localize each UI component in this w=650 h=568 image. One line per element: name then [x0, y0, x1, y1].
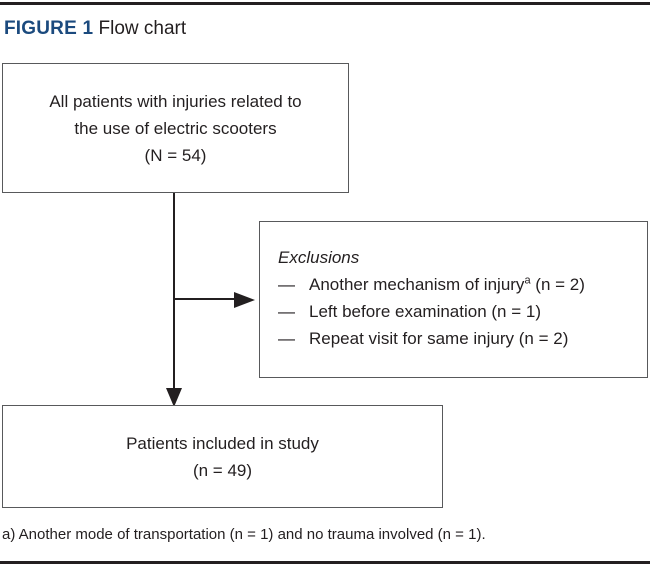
flowchart-node-included: Patients included in study (n = 49) — [2, 405, 443, 508]
em-dash-bullet-icon: — — [278, 275, 295, 294]
em-dash-bullet-icon: — — [278, 329, 295, 348]
list-item: — Repeat visit for same injury (n = 2) — [278, 325, 647, 352]
list-item: — Another mechanism of injurya (n = 2) — [278, 271, 647, 298]
flowchart-node-enrolled: All patients with injuries related to th… — [2, 63, 349, 193]
enrolled-line-2: the use of electric scooters — [74, 118, 277, 138]
exclusion-text: Another mechanism of injurya (n = 2) — [309, 271, 585, 298]
arrow-right-icon — [234, 291, 255, 308]
exclusions-heading: Exclusions — [278, 248, 360, 267]
arrow-down-icon — [165, 388, 182, 407]
exclusions-list: — Another mechanism of injurya (n = 2) —… — [278, 271, 647, 352]
footnote-marker: a — [524, 274, 531, 287]
exclusion-label: Another mechanism of injury — [309, 275, 525, 294]
exclusion-text: Left before examination (n = 1) — [309, 298, 541, 325]
figure-footnote: a) Another mode of transportation (n = 1… — [2, 526, 486, 543]
exclusion-count: (n = 1) — [486, 302, 542, 321]
figure-number-label: FIGURE 1 — [4, 18, 94, 39]
connector-line-horizontal — [173, 298, 240, 300]
enrolled-line-1: All patients with injuries related to — [49, 91, 302, 111]
bottom-divider-rule — [0, 561, 650, 564]
connector-line-vertical — [173, 193, 175, 396]
exclusion-label: Left before examination — [309, 302, 487, 321]
figure-title: FIGURE 1 Flow chart — [4, 18, 186, 40]
figure-caption-text: Flow chart — [98, 18, 187, 39]
exclusion-count: (n = 2) — [514, 329, 569, 348]
list-item: — Left before examination (n = 1) — [278, 298, 647, 325]
em-dash-bullet-icon: — — [278, 302, 295, 321]
enrolled-line-3: (N = 54) — [144, 145, 207, 165]
included-line-1: Patients included in study — [126, 433, 319, 453]
exclusion-label: Repeat visit for same injury — [309, 329, 515, 348]
top-divider-rule — [0, 2, 650, 5]
exclusion-text: Repeat visit for same injury (n = 2) — [309, 325, 568, 352]
exclusion-count: (n = 2) — [530, 275, 585, 294]
flowchart-node-exclusions: Exclusions — Another mechanism of injury… — [259, 221, 648, 378]
included-line-2: (n = 49) — [192, 460, 253, 480]
